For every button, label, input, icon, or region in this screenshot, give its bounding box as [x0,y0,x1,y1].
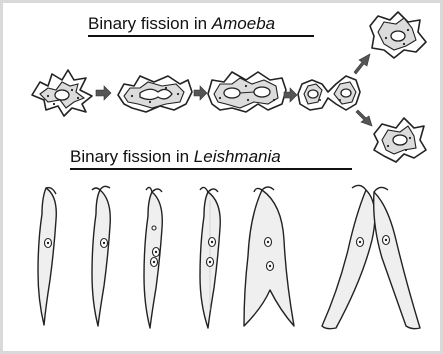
leishmania-stage-4 [200,187,220,328]
leishmania-stage-2 [92,186,110,326]
amoeba-arrow-down [356,110,372,126]
amoeba-daughter-top [370,12,426,58]
amoeba-arrow-up [354,54,370,74]
leishmania-stage-1 [38,188,56,325]
amoeba-stage-4 [298,76,360,110]
amoeba-daughter-bottom [374,118,426,162]
amoeba-stage-1 [32,70,92,116]
amoeba-stage-2 [118,76,192,112]
amoeba-arrow-1 [96,86,111,100]
leishmania-stage-3 [144,187,162,328]
amoeba-arrow-2 [194,86,207,100]
leishmania-stage-6 [322,185,420,328]
amoeba-stage-3 [208,72,286,112]
leishmania-stage-5 [244,187,294,326]
